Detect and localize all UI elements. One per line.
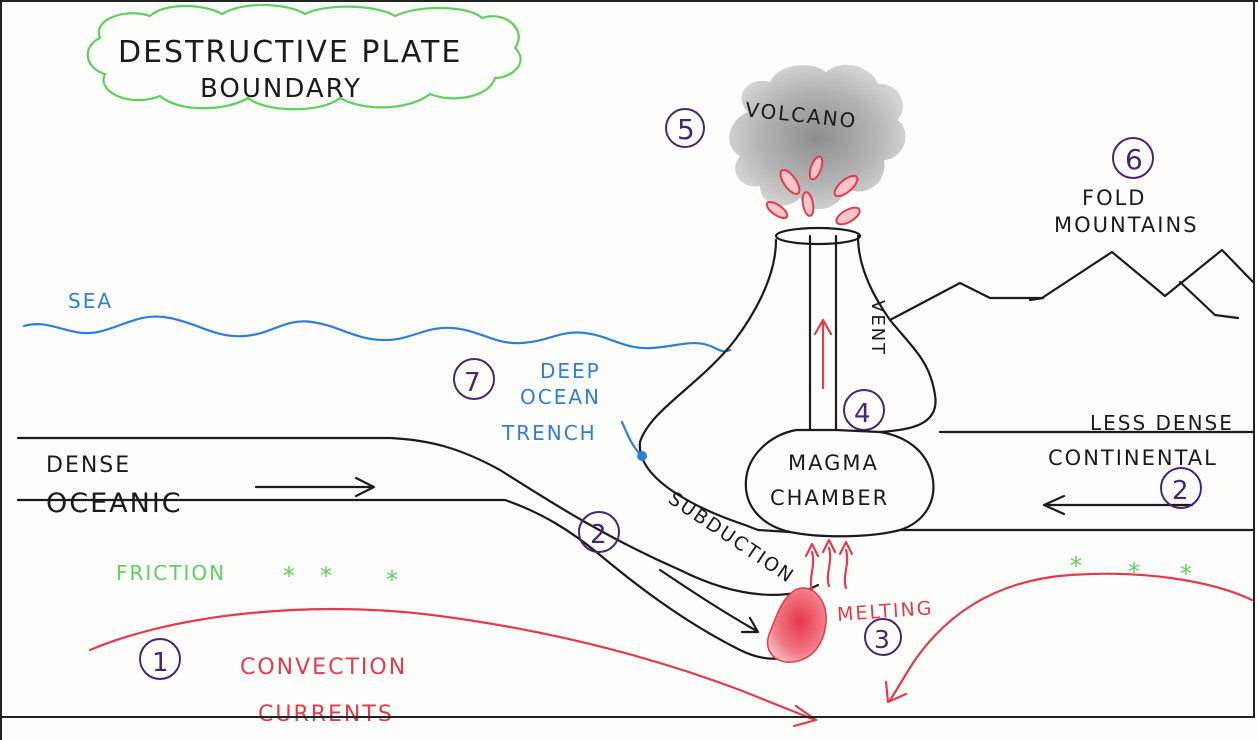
dense-oceanic-line-1: DENSE: [46, 453, 131, 478]
title-line-2: BOUNDARY: [200, 74, 362, 104]
frame-border-right: [1253, 0, 1255, 718]
svg-text:*: *: [1128, 558, 1142, 586]
oceanic-plate-top: [16, 436, 820, 596]
svg-text:*: *: [1180, 560, 1194, 588]
number-2-left: 2: [590, 520, 609, 550]
fold-mountains-line-1: FOLD: [1082, 186, 1146, 210]
number-3-circle: [864, 618, 902, 656]
convection-current-left: [88, 608, 818, 728]
continental-plate-arrow: [1042, 494, 1194, 516]
dense-oceanic-line-2: OCEANIC: [46, 488, 183, 519]
number-2-right: 2: [1172, 476, 1191, 506]
frame-border-top: [0, 0, 1258, 2]
lava-bombs: [765, 155, 861, 226]
fold-mountains-ridge: [1028, 280, 1240, 320]
oceanic-plate-arrow: [254, 476, 376, 498]
volcano-cone: [638, 234, 937, 532]
volcano-vent-walls: [808, 234, 838, 432]
vent-magma-arrow: [813, 318, 833, 390]
melting-label: MELTING: [836, 597, 934, 626]
frame-border-bottom: [0, 716, 1255, 718]
fold-mountains-line-2: MOUNTAINS: [1054, 213, 1199, 237]
number-4-circle: [843, 389, 885, 431]
number-7: 7: [464, 368, 483, 398]
melting-slab-tip: [766, 587, 827, 663]
svg-text:*: *: [386, 566, 400, 594]
friction-stars-right: * * *: [1070, 552, 1194, 588]
number-7-circle: [453, 358, 495, 400]
convection-current-right: [884, 572, 1254, 704]
number-5-circle: [665, 108, 705, 148]
rising-magma-arrows: [804, 538, 854, 592]
friction-label: FRICTION: [116, 561, 226, 585]
title-cloud-outline: [86, 3, 522, 111]
less-dense-continental-line-2: CONTINENTAL: [1048, 446, 1218, 470]
number-1-circle: [139, 638, 181, 680]
convection-currents-line-1: CONVECTION: [240, 655, 407, 680]
magma-chamber-line-1: MAGMA: [788, 451, 879, 475]
convection-currents-line-2: CURRENTS: [258, 702, 394, 727]
number-6-circle: [1112, 137, 1154, 179]
magma-chamber-line-2: CHAMBER: [770, 486, 889, 510]
title-line-1: DESTRUCTIVE PLATE: [118, 35, 462, 70]
number-1: 1: [152, 648, 171, 678]
friction-stars-left: * * *: [283, 562, 400, 594]
frame-border-left: [0, 0, 2, 740]
number-6: 6: [1125, 143, 1145, 176]
sea-surface-wave: [22, 315, 732, 353]
number-3: 3: [874, 625, 892, 654]
deep-ocean-trench-line-3: TRENCH: [501, 421, 597, 445]
magma-chamber: [744, 428, 935, 538]
number-5: 5: [677, 113, 697, 146]
svg-text:*: *: [283, 562, 297, 590]
fold-mountains-outline: [888, 248, 1255, 322]
volcano-crater: [774, 226, 862, 246]
deep-ocean-trench-line-1: DEEP: [540, 359, 601, 383]
subduction-arrow: [658, 568, 760, 634]
volcano-ash-cloud: [729, 64, 906, 210]
vent-label: VENT: [867, 300, 888, 356]
svg-text:*: *: [1070, 552, 1084, 580]
svg-text:*: *: [320, 562, 334, 590]
trench-pointer-dot: [637, 451, 647, 461]
trench-pointer: [620, 420, 643, 457]
deep-ocean-trench-line-2: OCEAN: [520, 385, 601, 409]
number-4: 4: [854, 399, 873, 429]
number-2-right-circle: [1160, 467, 1202, 509]
less-dense-continental-line-1: LESS DENSE: [1090, 411, 1234, 435]
volcano-base-join: [756, 528, 937, 534]
sea-label: SEA: [68, 289, 113, 313]
number-2-left-circle: [578, 511, 620, 553]
